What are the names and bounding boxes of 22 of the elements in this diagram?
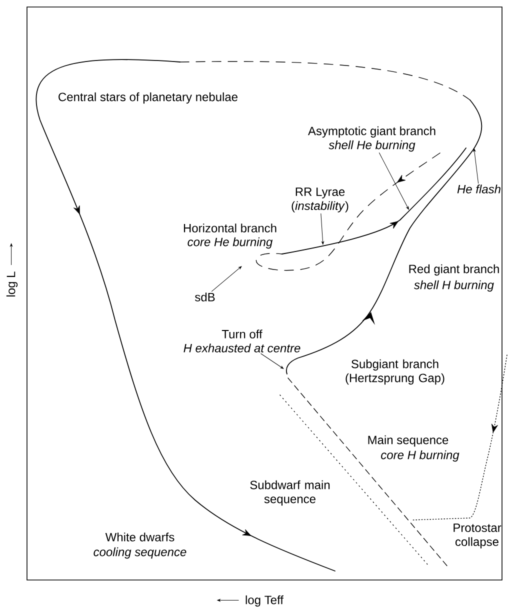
text-label: Subdwarf main sequence [250,480,330,506]
text-label: Turn off H exhausted at centre [184,330,300,352]
leader-line [473,148,479,184]
text-label: Protostar collapse [454,524,502,548]
text-label: sdB [195,292,215,302]
axis-label: log L [6,243,18,296]
leader-line [378,152,409,210]
text-label: cooling sequence [94,547,186,559]
text-label: core H burning [381,450,460,462]
text-label: shell H burning [414,280,494,292]
text-label: Horizontal branch [184,224,276,232]
text-label: core He burning [188,237,273,249]
axis-label: log Teff [217,595,284,607]
text-label: Red giant branch [409,264,499,276]
leader-line [211,266,242,292]
text-label: Subgiant branch (Hertzsprung Gap) [346,359,444,385]
leader-line [260,353,284,369]
text-label: He flash [457,184,500,194]
text-label: White dwarfs [105,532,174,542]
leader-line [320,213,324,245]
text-label: Central stars of planetary nebulae [58,92,238,104]
text-label: Main sequence [368,435,448,447]
